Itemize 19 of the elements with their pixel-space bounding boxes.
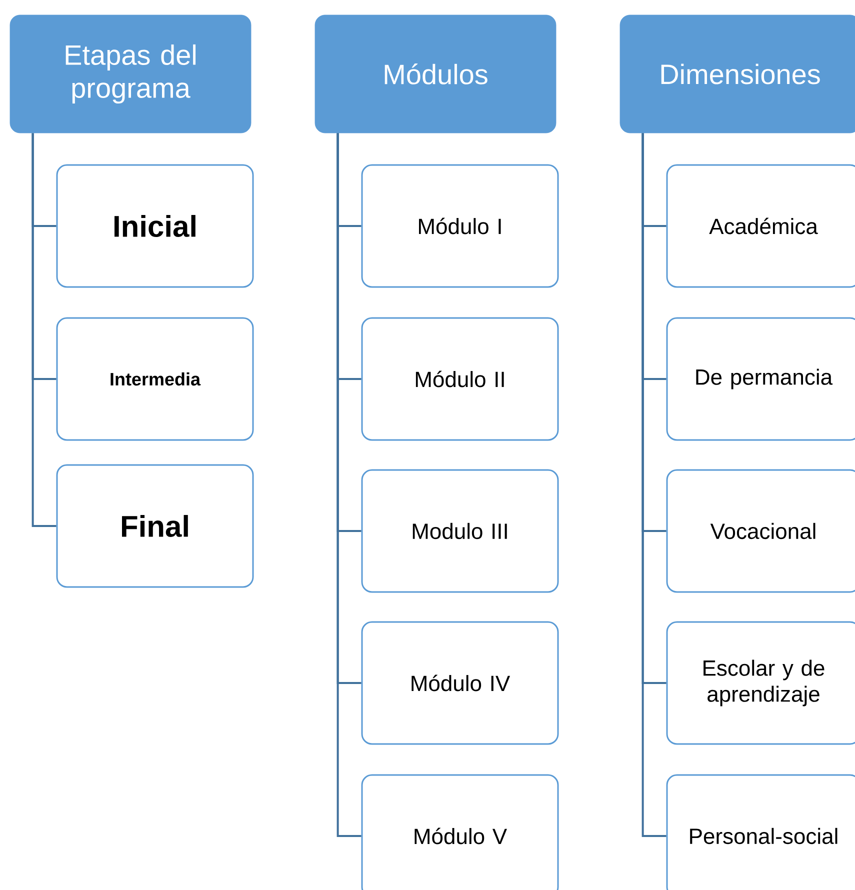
- item-box: Escolar y de aprendizaje: [666, 621, 855, 745]
- header-box: Etapas del programa: [10, 14, 252, 134]
- item-box: Módulo I: [361, 164, 559, 288]
- item-box: Académica: [666, 164, 855, 288]
- item-box: Módulo IV: [361, 621, 559, 745]
- item-box: Modulo III: [361, 469, 559, 593]
- connector: [642, 133, 666, 837]
- item-box: Personal-social: [666, 774, 855, 890]
- item-box: Inicial: [56, 164, 254, 288]
- connector: [336, 133, 362, 837]
- item-box: Vocacional: [666, 469, 855, 593]
- item-box: Final: [56, 464, 254, 588]
- header-box: Módulos: [314, 14, 556, 134]
- header-box: Dimensiones: [620, 14, 855, 134]
- item-box: Módulo V: [361, 774, 559, 890]
- connector: [32, 133, 56, 527]
- item-box: Módulo II: [361, 317, 559, 441]
- item-box: De permancia: [666, 317, 855, 441]
- item-box: Intermedia: [56, 317, 254, 441]
